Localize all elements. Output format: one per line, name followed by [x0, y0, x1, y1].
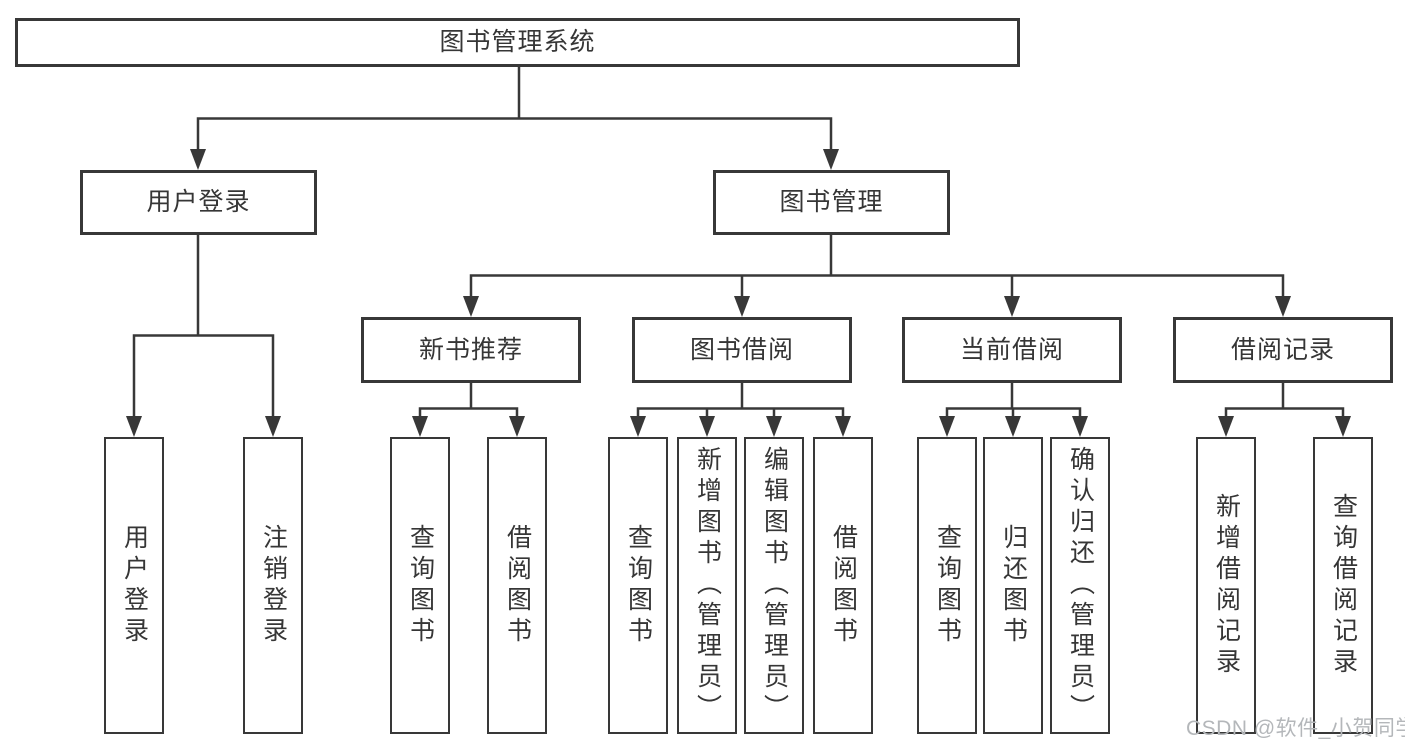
leaf-query-borrow-record: 查询借阅记录	[1313, 437, 1373, 734]
leaf-query-books-recommend: 查询图书	[390, 437, 450, 734]
node-new-book-recommend: 新书推荐	[361, 317, 581, 383]
leaf-label: 注销登录	[259, 523, 288, 648]
connector-root-to-level2	[196, 67, 833, 157]
node-label: 新书推荐	[418, 335, 523, 364]
leaf-label: 新增图书（管理员）	[693, 446, 722, 725]
node-current-borrowing: 当前借阅	[902, 317, 1122, 383]
leaf-borrow-books-borrowing: 借阅图书	[813, 437, 873, 734]
leaf-return-book: 归还图书	[983, 437, 1043, 734]
leaf-label: 用户登录	[120, 523, 149, 648]
node-book-management: 图书管理	[713, 170, 950, 235]
connector-current-to-leaves	[945, 383, 1082, 424]
leaf-add-borrow-record: 新增借阅记录	[1196, 437, 1256, 734]
connector-user-login-to-leaves	[132, 235, 275, 424]
leaf-label: 借阅图书	[503, 523, 532, 648]
connector-records-to-leaves	[1224, 383, 1345, 424]
node-root: 图书管理系统	[15, 18, 1020, 67]
leaf-label: 查询图书	[406, 523, 435, 648]
leaf-label: 编辑图书（管理员）	[760, 446, 789, 725]
leaf-borrow-books-recommend: 借阅图书	[487, 437, 547, 734]
node-label: 图书管理	[779, 188, 884, 216]
node-label: 图书借阅	[689, 335, 794, 364]
leaf-edit-book-admin: 编辑图书（管理员）	[744, 437, 804, 734]
leaf-user-login: 用户登录	[104, 437, 164, 734]
connector-book-mgmt-to-level3	[469, 235, 1285, 304]
leaf-label: 查询借阅记录	[1329, 492, 1358, 679]
connector-recommend-to-leaves	[418, 383, 519, 424]
node-label: 用户登录	[146, 188, 251, 216]
leaf-label: 查询图书	[624, 523, 653, 648]
node-book-borrowing: 图书借阅	[632, 317, 852, 383]
node-root-label: 图书管理系统	[439, 28, 596, 56]
leaf-query-books-borrowing: 查询图书	[608, 437, 668, 734]
csdn-watermark: CSDN @软件_小贺同学	[1186, 717, 1405, 740]
leaf-confirm-return-admin: 确认归还（管理员）	[1050, 437, 1110, 734]
node-user-login-branch: 用户登录	[80, 170, 317, 235]
connector-borrowing-to-leaves	[636, 383, 845, 424]
leaf-logout: 注销登录	[243, 437, 303, 734]
leaf-label: 借阅图书	[829, 523, 858, 648]
node-label: 当前借阅	[959, 335, 1064, 364]
node-borrowing-records: 借阅记录	[1173, 317, 1393, 383]
leaf-query-books-current: 查询图书	[917, 437, 977, 734]
leaf-label: 归还图书	[999, 523, 1028, 648]
leaf-label: 新增借阅记录	[1212, 492, 1241, 679]
leaf-add-book-admin: 新增图书（管理员）	[677, 437, 737, 734]
node-label: 借阅记录	[1230, 335, 1335, 364]
leaf-label: 查询图书	[933, 523, 962, 648]
leaf-label: 确认归还（管理员）	[1066, 446, 1095, 725]
